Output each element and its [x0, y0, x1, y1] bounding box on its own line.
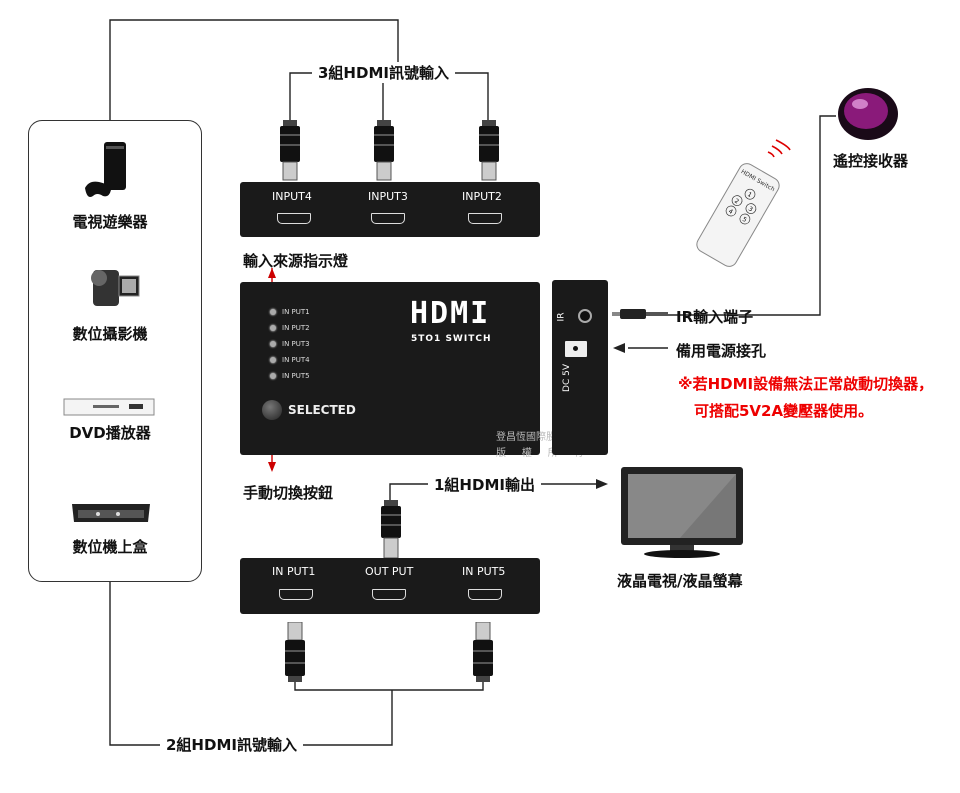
led-icon: [270, 309, 276, 315]
led-icon: [270, 357, 276, 363]
device-label-dvd: DVD播放器: [69, 424, 151, 442]
hdmi-cable-input5: [473, 622, 493, 682]
led-label: IN PUT5: [282, 372, 310, 380]
dc-jack-hole: [573, 346, 578, 351]
ir-receiver-icon: [838, 88, 898, 140]
hdmi-port-output[interactable]: [372, 589, 406, 600]
note-line1: ※若HDMI設備無法正常啟動切換器，: [678, 375, 934, 393]
hdmi-cable-input2: [479, 120, 499, 181]
port-label-input1: IN PUT1: [272, 565, 316, 578]
led-icon: [270, 325, 276, 331]
hdmi-cable-input4: [280, 120, 300, 181]
hdmi-port-input3[interactable]: [371, 213, 405, 224]
device-label-camcorder: 數位攝影機: [72, 325, 148, 343]
ir-jack[interactable]: [578, 309, 592, 323]
switch-subtitle: 5TO1 SWITCH: [411, 334, 492, 344]
output-group-label: 1組HDMI輸出: [428, 474, 541, 495]
led-label: IN PUT1: [282, 308, 310, 316]
ir-plug-icon: [612, 309, 668, 319]
led-label: IN PUT3: [282, 340, 310, 348]
input3-group-label: 3組HDMI訊號輸入: [312, 62, 455, 83]
selected-button[interactable]: [262, 400, 282, 420]
manual-button-label: 手動切換按鈕: [243, 484, 334, 502]
hdmi-port-input4[interactable]: [277, 213, 311, 224]
remote-key-5: 5: [741, 216, 748, 224]
remote-key-2: 2: [733, 197, 740, 205]
led-label: IN PUT2: [282, 324, 310, 332]
receiver-label: 遙控接收器: [833, 152, 909, 170]
dc-side-label: DC 5V: [561, 364, 572, 392]
port-label-input5: IN PUT5: [462, 565, 506, 578]
indicator-label: 輸入來源指示燈: [243, 252, 349, 270]
switch-front-panel: [240, 282, 540, 455]
display-label: 液晶電視/液晶螢幕: [617, 572, 743, 590]
hdmi-cable-output: [381, 500, 401, 559]
led-row-2: IN PUT2: [270, 324, 310, 332]
dvd-player-icon: [63, 398, 155, 416]
led-row-1: IN PUT1: [270, 308, 310, 316]
led-icon: [270, 373, 276, 379]
note-line2: 可搭配5V2A變壓器使用。: [694, 402, 874, 420]
switch-bottom-panel: [240, 558, 540, 614]
led-label: IN PUT4: [282, 356, 310, 364]
remote-key-4: 4: [727, 208, 734, 216]
ir-port-label: IR輸入端子: [676, 308, 754, 326]
input2-group-label: 2組HDMI訊號輸入: [160, 734, 303, 755]
switch-side-panel: [552, 280, 608, 455]
port-label-output: OUT PUT: [365, 565, 414, 578]
hdmi-port-input5[interactable]: [468, 589, 502, 600]
port-label-input3: INPUT3: [368, 190, 408, 203]
watermark-line1: 登昌恆國際股份有限公司: [496, 432, 606, 443]
remote-key-1: 1: [746, 191, 753, 199]
led-row-3: IN PUT3: [270, 340, 310, 348]
device-label-settopbox: 數位機上盒: [72, 538, 148, 556]
port-label-input4: INPUT4: [272, 190, 312, 203]
hdmi-port-input2[interactable]: [468, 213, 502, 224]
power-jack-label: 備用電源接孔: [676, 342, 767, 360]
lcd-tv-icon: [621, 467, 743, 558]
led-icon: [270, 341, 276, 347]
remote-key-3: 3: [747, 205, 754, 213]
port-label-input2: INPUT2: [462, 190, 502, 203]
device-label-console: 電視遊樂器: [72, 213, 148, 231]
led-row-5: IN PUT5: [270, 372, 310, 380]
hdmi-logo: HDMI: [410, 296, 491, 331]
set-top-box-icon: [72, 504, 150, 522]
led-row-4: IN PUT4: [270, 356, 310, 364]
hdmi-cable-input1: [285, 622, 305, 682]
hdmi-cable-input3: [374, 120, 394, 181]
remote-control-icon[interactable]: HDMI Switch 1 2 3 4 5: [680, 130, 800, 270]
hdmi-port-input1[interactable]: [279, 589, 313, 600]
game-console-icon: [85, 142, 126, 197]
switch-top-panel: [240, 182, 540, 237]
selected-button-label: SELECTED: [288, 403, 356, 417]
ir-side-label: IR: [556, 312, 567, 322]
camcorder-icon: [91, 270, 140, 306]
